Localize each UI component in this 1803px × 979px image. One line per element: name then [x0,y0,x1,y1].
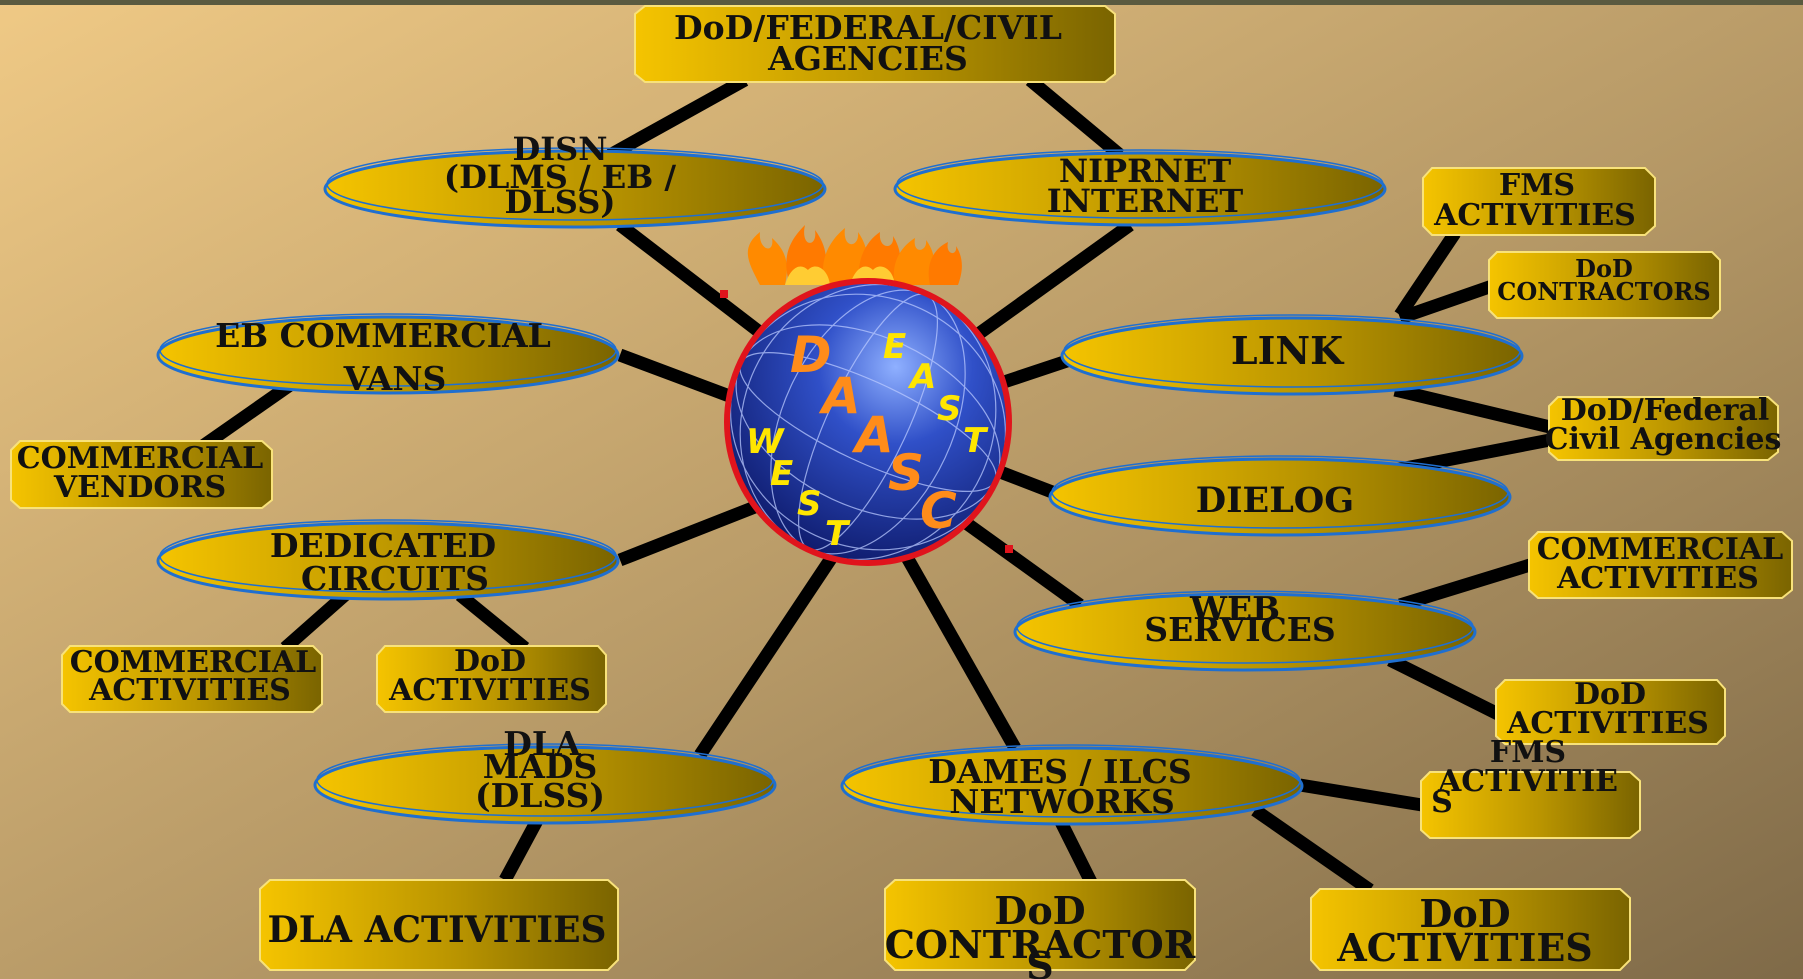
fms-top-box[interactable]: FMS ACTIVITIES [1422,167,1656,236]
commercial-activities-right-label-2: ACTIVITIES [1556,561,1759,596]
top-agencies-label-1: DoD/FEDERAL/CIVIL [674,8,1062,47]
dames-ilcs-node[interactable]: DAMES / ILCS NETWORKS [840,744,1304,826]
dla-activities-label: DLA ACTIVITIES [267,909,606,951]
daasc-letter-c: C [920,482,957,540]
mads-node[interactable]: DLA MADS (DLSS) [313,724,777,825]
commercial-vendors-label-1: COMMERCIAL [17,441,264,476]
dod-contractors-bottom-label-1: DoD [994,888,1085,933]
east-letters: E A S T [883,327,989,461]
dielog-node[interactable]: DIELOG [1048,455,1512,537]
dod-activities-bottom-box[interactable]: DoD ACTIVITIES [1310,888,1631,971]
east-letter-e: E [883,327,906,367]
dod-federal-civil-label-1: DoD/Federal [1561,393,1769,428]
link-label: LINK [1231,328,1345,373]
disn-label-2: (DLMS / EB / [444,158,676,196]
west-letters: W E S T [746,422,851,554]
commercial-activities-left-box[interactable]: COMMERCIAL ACTIVITIES [61,645,323,713]
link-node[interactable]: LINK [1060,314,1524,396]
dod-activities-bottom-label-2: ACTIVITIES [1336,925,1593,970]
dielog-label: DIELOG [1196,480,1354,521]
dod-activities-left-label-2: ACTIVITIES [388,673,591,708]
dod-activities-bottom-label-1: DoD [1419,891,1510,936]
disn-node[interactable]: DISN (DLMS / EB / DLSS) [323,130,827,229]
fms-top-label-2: ACTIVITIES [1433,198,1636,233]
east-letter-s: S [937,389,962,429]
daasc-letter-d: D [790,326,832,384]
dod-activities-right-label-2: ACTIVITIES [1506,706,1709,741]
fms-bottom-label-1: FMS [1490,735,1566,770]
eb-vans-label-2: VANS [343,359,447,398]
fms-top-label-1: FMS [1499,168,1575,203]
top-border-strip [0,0,1803,5]
endpoint-boxes: DoD/FEDERAL/CIVIL AGENCIES FMS ACTIVITIE… [10,5,1793,979]
commercial-vendors-label-2: VENDORS [53,470,226,505]
network-hubs: DISN (DLMS / EB / DLSS) NIPRNET INTERNET… [156,130,1524,826]
red-marker [1005,545,1013,553]
disn-label-1: DISN [512,130,607,168]
mads-label-1: DLA [503,724,581,763]
commercial-activities-left-label-1: COMMERCIAL [70,645,317,680]
dedicated-label-2: CIRCUITS [301,559,489,598]
dames-label-1: DAMES / ILCS [928,752,1192,791]
web-services-node[interactable]: WEB SERVICES [1013,589,1477,672]
dod-activities-right-label-1: DoD [1574,677,1646,712]
daasc-letter-s: S [888,444,924,502]
dod-contractors-top-box[interactable]: DoD CONTRACTORS [1488,251,1721,319]
dod-contractors-top-label-2: CONTRACTORS [1497,277,1711,306]
daasc-globe-logo: D A A S C E A S T W E S T [720,225,1013,566]
dod-federal-civil-label-2: Civil Agencies [1545,422,1782,457]
eb-vans-label-1: EB COMMERCIAL [215,316,551,355]
niprnet-label-2: INTERNET [1047,182,1244,220]
fms-bottom-label-3: S [1431,785,1453,820]
eb-vans-node[interactable]: EB COMMERCIAL VANS [156,313,620,398]
commercial-activities-left-label-2: ACTIVITIES [88,673,291,708]
dod-federal-civil-box[interactable]: DoD/Federal Civil Agencies [1545,393,1782,461]
west-letter-w: W [746,422,785,462]
commercial-vendors-box[interactable]: COMMERCIAL VENDORS [10,440,273,509]
west-letter-s: S [797,484,822,524]
dod-contractors-bottom-box[interactable]: DoD CONTRACTOR S [884,879,1196,979]
daasc-letters: D A A S C [790,326,957,540]
niprnet-node[interactable]: NIPRNET INTERNET [893,149,1387,227]
top-agencies-box[interactable]: DoD/FEDERAL/CIVIL AGENCIES [634,5,1116,83]
dod-activities-left-box[interactable]: DoD ACTIVITIES [376,644,607,713]
mads-label-2: MADS [483,747,598,786]
east-letter-a: A [907,357,936,397]
west-letter-t: T [825,514,851,554]
red-marker [720,290,728,298]
dod-contractors-bottom-label-2: CONTRACTOR [885,922,1196,967]
disn-label-3: DLSS) [505,183,616,221]
dod-activities-right-box[interactable]: DoD ACTIVITIES [1495,677,1726,745]
fms-bottom-label-2: ACTIVITIE [1437,764,1618,799]
top-agencies-label-2: AGENCIES [767,39,968,78]
dla-activities-box[interactable]: DLA ACTIVITIES [259,879,619,971]
dedicated-circuits-node[interactable]: DEDICATED CIRCUITS [156,519,620,601]
dames-label-2: NETWORKS [949,782,1175,821]
dod-contractors-top-label-1: DoD [1575,254,1633,283]
dod-activities-left-label-1: DoD [454,644,526,679]
west-letter-e: E [770,454,793,494]
daasc-letter-a2: A [851,406,894,464]
web-services-label-2: SERVICES [1144,610,1336,649]
commercial-activities-right-label-1: COMMERCIAL [1537,532,1784,567]
dedicated-label-1: DEDICATED [270,526,496,565]
commercial-activities-right-box[interactable]: COMMERCIAL ACTIVITIES [1528,531,1793,599]
niprnet-label-1: NIPRNET [1059,152,1232,190]
globe-sphere [730,284,1006,560]
connection-lines [196,74,1552,896]
east-letter-t: T [963,421,989,461]
dod-contractors-bottom-label-3: S [1026,943,1053,979]
daasc-letter-a1: A [818,367,861,425]
mads-label-3: (DLSS) [475,776,605,815]
web-services-label-1: WEB [1189,589,1280,628]
fms-bottom-box[interactable]: FMS ACTIVITIE S [1420,735,1641,839]
